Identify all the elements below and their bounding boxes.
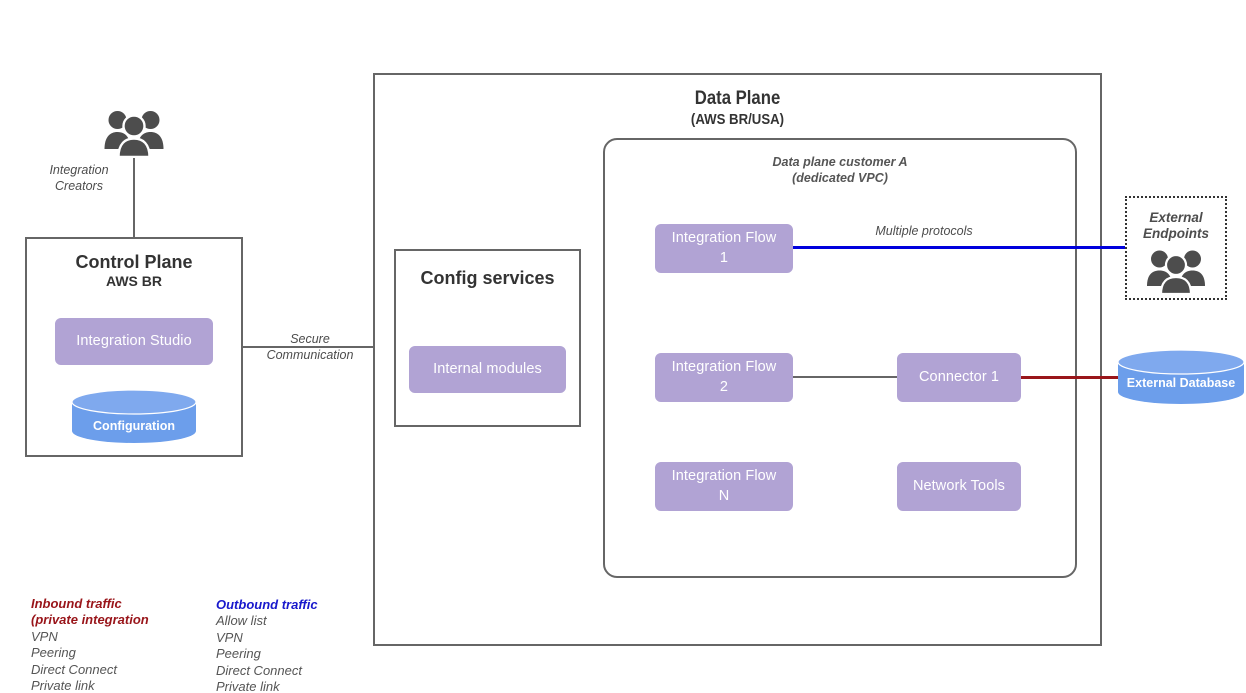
data-plane-subtitle: (AWS BR/USA) <box>690 111 785 128</box>
creators-to-control-plane-connector <box>133 158 135 238</box>
legend-inbound-heading-line1: Inbound traffic <box>31 596 122 611</box>
customer-vpc-label-line1: Data plane customer A <box>772 155 908 169</box>
control-plane-title: Control Plane <box>75 252 193 272</box>
secure-communication-label: Secure Communication <box>248 332 372 363</box>
integration-flow-1-label: Integration Flow 1 <box>671 229 777 266</box>
integration-creators-label-line2: Creators <box>55 178 103 193</box>
external-endpoints-label: External Endpoints <box>1125 210 1227 243</box>
secure-communication-label-line1: Secure <box>290 332 330 346</box>
integration-creators-label: Integration Creators <box>28 163 130 194</box>
multiple-protocols-label: Multiple protocols <box>875 224 973 238</box>
multiple-protocols-connector <box>793 246 1125 249</box>
secure-communication-connector <box>243 346 374 348</box>
connector-1-box[interactable]: Connector 1 <box>897 353 1021 402</box>
integration-creators-label-line1: Integration <box>49 163 109 177</box>
legend-outbound: Outbound traffic Allow list VPN Peering … <box>216 597 396 693</box>
legend-inbound-item-peering: Peering <box>31 645 76 661</box>
external-endpoints-icon <box>1146 245 1206 296</box>
internal-modules-label: Internal modules <box>433 360 542 377</box>
configuration-cylinder[interactable]: Configuration <box>71 389 197 443</box>
integration-flow-n-label: Integration Flow N <box>671 467 777 504</box>
legend-outbound-item-peering: Peering <box>216 646 261 662</box>
external-endpoints-label-line2: Endpoints <box>1143 226 1209 242</box>
customer-vpc-label-line2: (dedicated VPC) <box>792 171 888 186</box>
integration-flow-1-box[interactable]: Integration Flow 1 <box>655 224 793 273</box>
connector-1-label: Connector 1 <box>918 368 1000 385</box>
customer-vpc-label: Data plane customer A (dedicated VPC) <box>603 154 1077 187</box>
legend-inbound: Inbound traffic (private integration VPN… <box>31 596 211 693</box>
legend-inbound-item-private-link: Private link <box>31 678 95 693</box>
network-tools-box[interactable]: Network Tools <box>897 462 1021 511</box>
integration-flow-2-label: Integration Flow 2 <box>671 358 777 395</box>
legend-inbound-item-vpn: VPN <box>31 628 58 644</box>
data-plane-title: Data Plane <box>694 88 781 109</box>
integration-flow-n-box[interactable]: Integration Flow N <box>655 462 793 511</box>
legend-outbound-item-direct-connect: Direct Connect <box>216 662 302 678</box>
config-services-frame <box>394 249 581 427</box>
integration-studio-box[interactable]: Integration Studio <box>55 318 213 365</box>
internal-modules-box[interactable]: Internal modules <box>409 346 566 393</box>
legend-inbound-heading-line2: (private integration <box>31 612 149 628</box>
legend-outbound-item-allow-list: Allow list <box>216 613 267 629</box>
network-tools-label: Network Tools <box>912 477 1006 494</box>
external-database-cylinder[interactable]: External Database <box>1117 349 1245 404</box>
control-plane-subtitle: AWS BR <box>106 273 162 289</box>
legend-outbound-item-private-link: Private link <box>216 679 280 693</box>
integration-studio-label: Integration Studio <box>76 332 192 349</box>
flow2-to-connector1-connector <box>793 376 897 378</box>
external-endpoints-label-line1: External <box>1149 210 1203 225</box>
secure-communication-label-line2: Communication <box>266 347 354 362</box>
legend-outbound-heading: Outbound traffic <box>216 597 318 612</box>
integration-flow-2-box[interactable]: Integration Flow 2 <box>655 353 793 402</box>
connector1-to-database-connector <box>1021 376 1127 379</box>
legend-outbound-item-vpn: VPN <box>216 629 243 645</box>
legend-inbound-item-direct-connect: Direct Connect <box>31 661 117 677</box>
integration-creators-icon <box>103 104 165 159</box>
config-services-title: Config services <box>420 268 555 288</box>
